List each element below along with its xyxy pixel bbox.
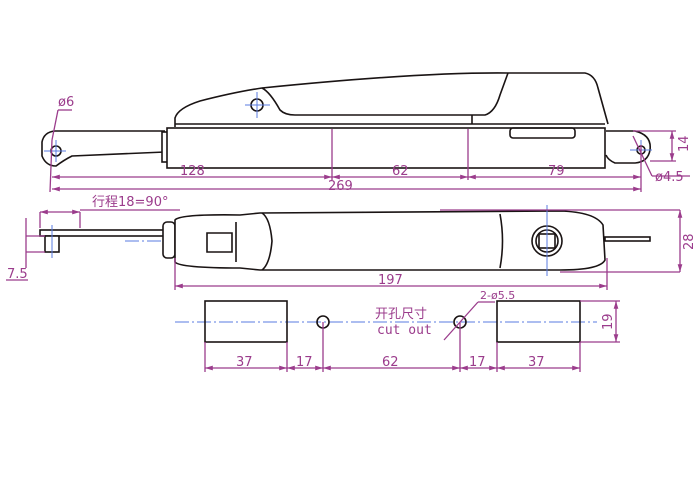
dia-left-label: ø6 — [58, 95, 74, 110]
cutout-rect-left — [204, 300, 288, 343]
dim-19: 19 — [601, 313, 616, 330]
handle-inner — [261, 72, 509, 116]
left-arm — [41, 130, 166, 167]
right-arm — [605, 130, 652, 164]
dim-7-5: 7.5 — [7, 267, 28, 282]
handle-top — [174, 72, 609, 127]
slot — [509, 127, 576, 139]
dim-79: 79 — [548, 164, 565, 179]
side-view: 行程18=90° 7.5 197 28 — [6, 195, 697, 290]
dim-62: 62 — [392, 164, 409, 179]
side-tail — [604, 236, 651, 242]
cutout-dim-1: 37 — [236, 355, 253, 370]
cutout-dim-3: 62 — [382, 355, 399, 370]
top-view: ø6 128 62 79 269 ø4.5 14 — [41, 72, 692, 194]
cutout-dim-2: 17 — [296, 355, 313, 370]
cutout-dim-5: 37 — [528, 355, 545, 370]
hole-label: 2-ø5.5 — [480, 289, 515, 302]
body — [166, 127, 606, 169]
cutout-view: 开孔尺寸 cut out 2-ø5.5 37 17 62 17 37 19 — [175, 289, 620, 372]
cutout-title-cn: 开孔尺寸 — [375, 307, 427, 322]
dim-197: 197 — [378, 273, 403, 288]
rod — [39, 229, 166, 237]
dim-269: 269 — [328, 179, 353, 194]
side-collar — [162, 221, 176, 259]
stroke-label: 行程18=90° — [92, 195, 168, 210]
dim-28: 28 — [682, 233, 697, 250]
cutout-dim-4: 17 — [469, 355, 486, 370]
cutout-rect-right — [496, 300, 581, 343]
dia-right-label: ø4.5 — [655, 170, 684, 185]
cutout-title-en: cut out — [377, 323, 432, 338]
dim-14: 14 — [677, 135, 692, 152]
dim-128: 128 — [180, 164, 205, 179]
side-handle-detail — [206, 212, 504, 271]
side-handle — [174, 210, 606, 271]
